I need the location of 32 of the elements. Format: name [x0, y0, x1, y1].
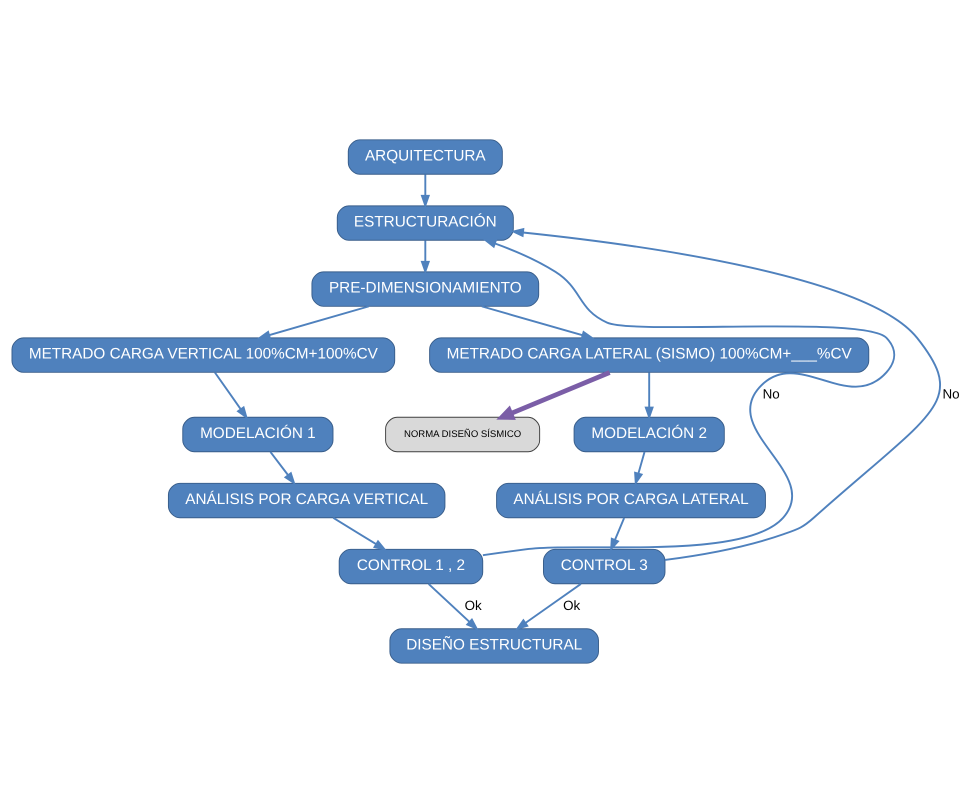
arrow	[482, 305, 595, 340]
node-box: NORMA DISEÑO SÍSMICO	[385, 416, 540, 452]
arrow	[257, 305, 369, 340]
node-box: ESTRUCTURACIÓN	[336, 205, 514, 241]
node-box: MODELACIÓN 1	[182, 416, 334, 452]
arrow	[510, 228, 941, 561]
arrow	[332, 517, 387, 551]
node-box: ANÁLISIS POR CARGA LATERAL	[496, 482, 766, 518]
arrow	[420, 174, 430, 208]
edge-label: Ok	[464, 598, 482, 613]
arrow	[515, 583, 582, 630]
edge-label: No	[942, 386, 960, 402]
node-box: PRE-DIMENSIONAMIENTO	[311, 271, 540, 307]
node-box: DISEÑO ESTRUCTURAL	[389, 628, 599, 664]
node-box: MODELACIÓN 2	[574, 416, 725, 452]
arrow	[496, 370, 611, 420]
node-box: METRADO CARGA LATERAL (SISMO) 100%CM+___%CV	[429, 337, 870, 373]
node-box: ANÁLISIS POR CARGA VERTICAL	[168, 482, 446, 518]
arrow	[482, 239, 896, 556]
arrow	[634, 452, 646, 486]
edge-label: Ok	[563, 598, 580, 613]
node-box: METRADO CARGA VERTICAL 100%CM+100%CV	[12, 337, 396, 373]
node-box: CONTROL 1 , 2	[338, 548, 484, 584]
arrow	[644, 372, 654, 420]
arrow	[610, 518, 625, 552]
arrow	[420, 240, 430, 274]
node-box: ARQUITECTURA	[348, 139, 503, 175]
arrow	[270, 451, 296, 486]
arrow	[214, 372, 248, 420]
arrow	[428, 583, 479, 631]
edge-label: No	[762, 386, 780, 402]
node-box: CONTROL 3	[543, 548, 666, 584]
